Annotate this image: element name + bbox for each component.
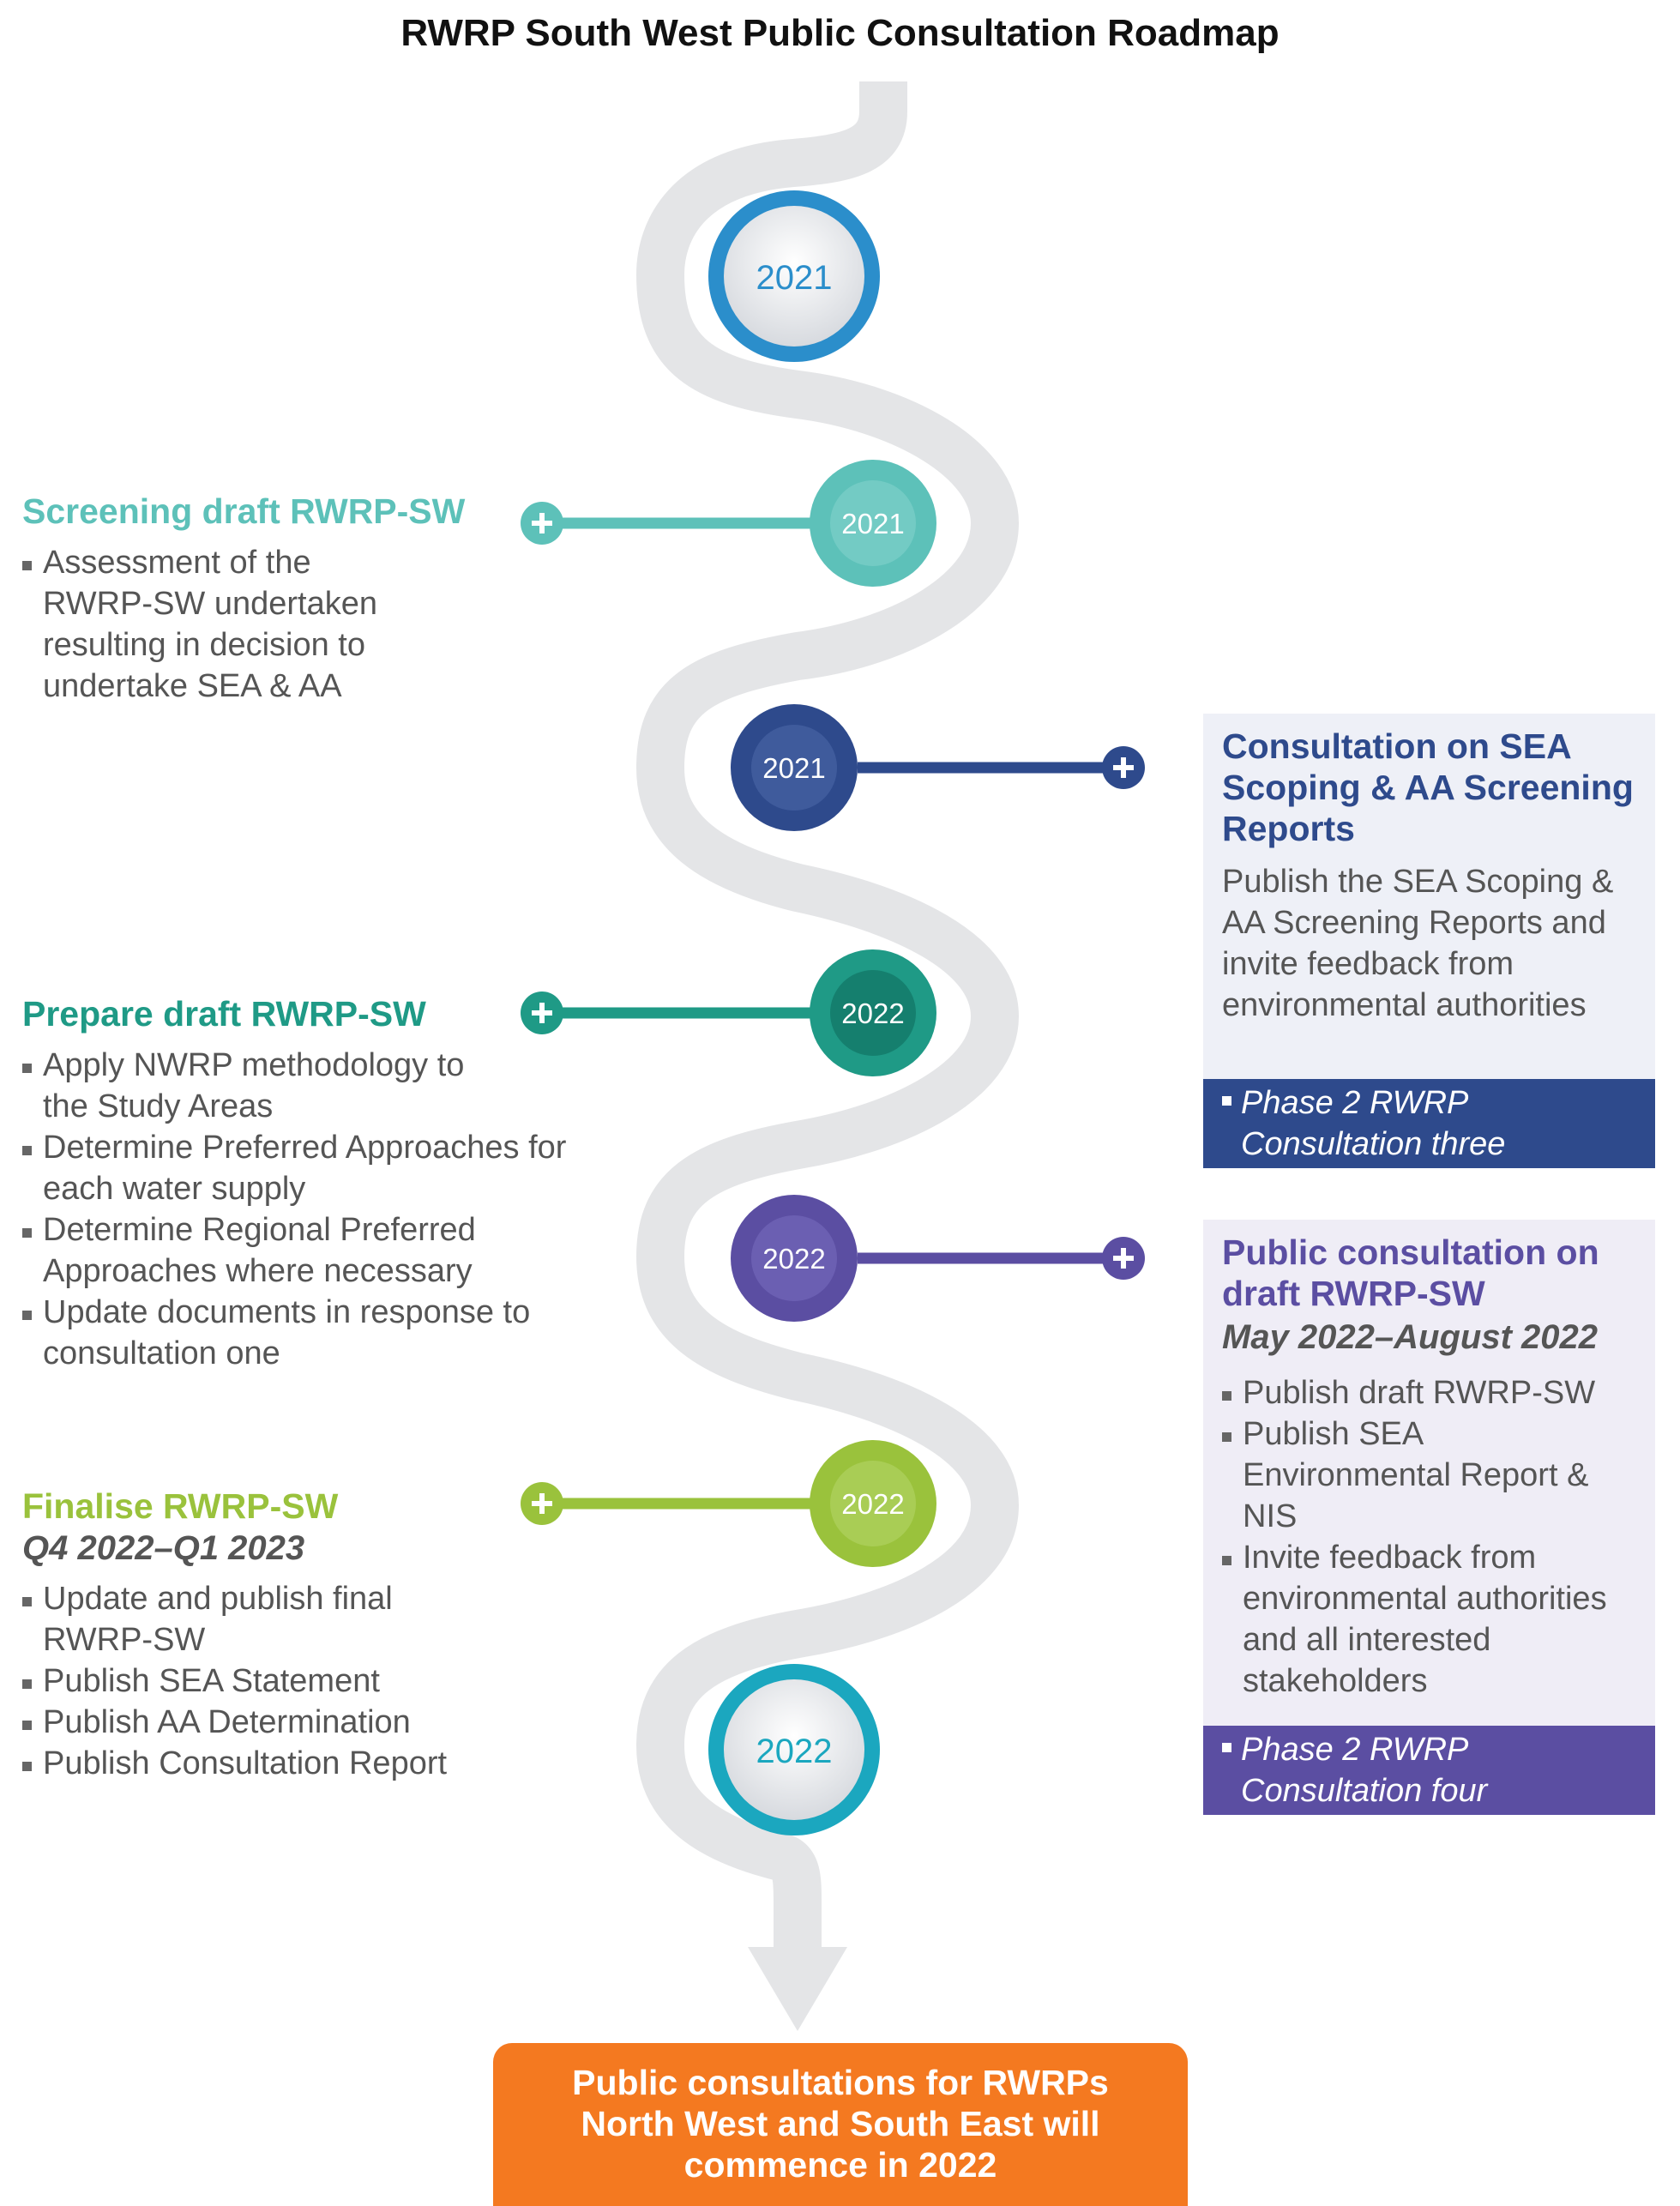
milestone-7: 2022 [708,1664,880,1835]
list-item: Publish SEA Environmental Report & NIS [1222,1413,1620,1537]
list-item: Assessment of the RWRP-SW undertaken res… [22,542,425,707]
list-item: Publish SEA Statement [22,1661,571,1702]
phase-label: Phase 2 RWRP Consultation four [1241,1732,1488,1809]
public-consultation-bullets: Publish draft RWRP-SW Publish SEA Enviro… [1222,1372,1634,1702]
list-item: Publish Consultation Report [22,1743,571,1784]
milestone-year: 2022 [762,1243,825,1275]
milestone-1: 2021 [708,190,880,362]
list-item: Update and publish final RWRP-SW [22,1578,489,1661]
finalise-heading: Finalise RWRP-SW [22,1486,339,1526]
prepare-heading: Prepare draft RWRP-SW [22,994,426,1034]
list-item: Invite feedback from environmental autho… [1222,1537,1634,1702]
milestone-2: 2021 [810,460,936,587]
milestone-year: 2022 [756,1733,833,1770]
milestone-3: 2021 [731,704,858,831]
future-consultations-text: Public consultations for RWRPs North Wes… [572,2063,1109,2185]
list-item: Update documents in response to consulta… [22,1292,575,1374]
milestone-year: 2021 [841,508,904,539]
bullet-square-icon [1222,1743,1231,1752]
road-arrowhead [748,1947,847,2031]
prepare-bullets: Apply NWRP methodology to the Study Area… [22,1045,588,1374]
public-consultation-heading: Public consultation on draft RWRP-SW [1222,1233,1599,1313]
sea-consultation-body: Publish the SEA Scoping & AA Screening R… [1222,864,1614,1023]
winding-road [635,81,1020,1951]
list-item: Determine Preferred Approaches for each … [22,1127,592,1209]
milestone-year: 2021 [756,259,833,297]
finalise-bullets: Update and publish final RWRP-SW Publish… [22,1578,571,1784]
page-title: RWRP South West Public Consultation Road… [400,12,1280,54]
phase-band-four: Phase 2 RWRP Consultation four [1203,1726,1655,1815]
future-consultations-box: Public consultations for RWRPs North Wes… [493,2043,1188,2206]
phase-label: Phase 2 RWRP Consultation three [1241,1085,1506,1162]
milestone-year: 2021 [762,752,825,784]
screening-bullets: Assessment of the RWRP-SW undertaken res… [22,542,425,707]
screening-section: Screening draft RWRP-SW Assessment of th… [22,491,528,707]
finalise-subheading: Q4 2022–Q1 2023 [22,1529,305,1567]
list-item: Publish AA Determination [22,1702,571,1743]
screening-heading: Screening draft RWRP-SW [22,491,466,531]
public-consultation-panel: Public consultation on draft RWRP-SW May… [1203,1220,1655,1815]
milestone-year: 2022 [841,1488,904,1520]
list-item: Publish draft RWRP-SW [1222,1372,1634,1413]
finalise-section: Finalise RWRP-SW Q4 2022–Q1 2023 Update … [22,1486,571,1784]
list-item: Determine Regional Preferred Approaches … [22,1209,557,1292]
milestone-year: 2022 [841,998,904,1029]
milestone-5: 2022 [731,1195,858,1322]
sea-consultation-heading: Consultation on SEA Scoping & AA Screeni… [1222,726,1634,848]
list-item: Apply NWRP methodology to the Study Area… [22,1045,506,1127]
phase-band-three: Phase 2 RWRP Consultation three [1203,1079,1655,1168]
milestone-6: 2022 [810,1440,936,1567]
public-consultation-subheading: May 2022–August 2022 [1222,1318,1599,1356]
bullet-square-icon [1222,1096,1231,1106]
prepare-section: Prepare draft RWRP-SW Apply NWRP methodo… [22,993,588,1374]
sea-consultation-panel: Consultation on SEA Scoping & AA Screeni… [1203,714,1655,1168]
milestone-4: 2022 [810,949,936,1076]
